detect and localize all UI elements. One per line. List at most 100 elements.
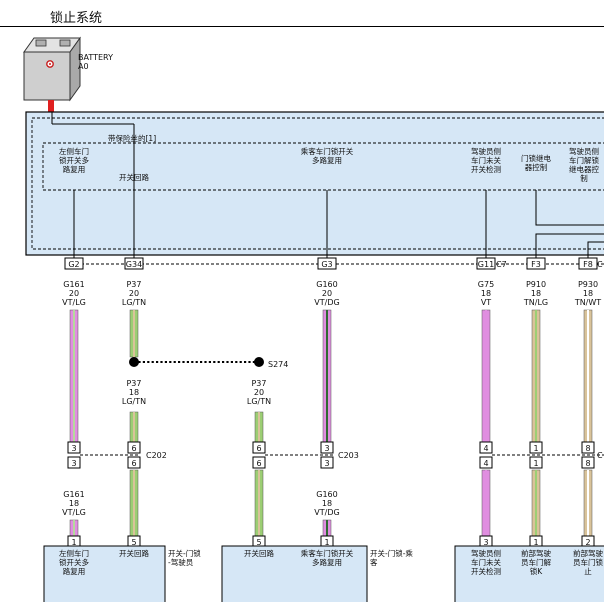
switch-right-label: 开关-门锁-乘客 [370, 548, 413, 567]
module-box [25, 111, 604, 256]
module-pin-g2 [64, 257, 84, 270]
wire-p37-branch-bottom [254, 469, 264, 538]
module-pin-label-g2: G2 [68, 260, 79, 269]
c203-pin-g160-upper-label: 3 [324, 444, 329, 453]
wire-g160-bottom [322, 519, 332, 538]
module-connector-label: C7 [496, 260, 507, 269]
c202-pin-g161-lower-label: 3 [71, 459, 76, 468]
end-pin-label-6: 2 [585, 538, 590, 547]
c7b-pin-p930-lower-label: 8 [585, 459, 590, 468]
wire-g160-top [322, 309, 332, 443]
module-pins: G2 G34 G3 G11 F3 F8 [64, 257, 598, 270]
circuit-label-pmux: 乘客车门锁开关多路复用 [301, 146, 354, 165]
switch-left-box [43, 545, 166, 602]
battery-code: A0 [78, 62, 89, 71]
battery-name: BATTERY [78, 53, 113, 62]
switch-right-circuit-2: 乘客车门锁开关多路复用 [301, 548, 354, 567]
c203-pin-g160-lower [320, 456, 334, 469]
circuit-label-dda: 驾驶员侧车门未关开关检测 [471, 146, 501, 174]
c202-pin-p37-upper-label: 6 [131, 444, 136, 453]
c7b-pin-g75-upper [479, 441, 493, 454]
module-pin-f3 [526, 257, 546, 270]
c7b-pin-p930-upper-label: 8 [585, 444, 590, 453]
right-circuit-1: 驾驶员侧车门未关开关检测 [471, 548, 501, 576]
wires [69, 309, 593, 538]
c203-label: C203 [338, 451, 359, 460]
page-title: 锁止系统 [50, 11, 103, 26]
c7b-pin-g75-lower-label: 4 [483, 459, 488, 468]
c7b-pin-p930-upper [581, 441, 595, 454]
wire-p37-bottom [129, 469, 139, 538]
wire-p930-top [583, 309, 593, 443]
circuit-label-dun: 驾驶员侧车门解锁继电器控制 [569, 146, 599, 183]
module-connector-label-next: C [597, 260, 603, 269]
right-circuit-3: 前部驾驶员车门锁止 [573, 548, 603, 576]
circuit-label-lfs: 左侧车门锁开关多路复用 [59, 146, 89, 174]
splice-node-right [254, 357, 264, 367]
switch-left-circuit-1: 左侧车门锁开关多路复用 [59, 548, 89, 576]
c7b-label: C [597, 451, 603, 460]
module-pin-label-f8: F8 [583, 260, 593, 269]
switch-left-circuit-2: 开关回路 [119, 548, 149, 558]
end-pin-label-3: 1 [324, 538, 329, 547]
c202-label: C202 [146, 451, 167, 460]
c7b-pin-g75-lower [479, 456, 493, 469]
wire-g75-top [481, 309, 491, 443]
wire-p910-top [531, 309, 541, 443]
module-pin-g3 [317, 257, 337, 270]
c203-pin-g160-lower-label: 3 [324, 459, 329, 468]
wire-p37-top [129, 309, 139, 358]
module-internal-lines [73, 131, 604, 258]
module-pin-label-g34: G34 [126, 260, 142, 269]
end-pin-label-1: 5 [131, 538, 136, 547]
c202-pin-p37-lower [127, 456, 141, 469]
module-pin-g34 [124, 257, 144, 270]
c7b-pin-p930-lower [581, 456, 595, 469]
c7b-pin-g75-upper-label: 4 [483, 444, 488, 453]
c203-pin-p37-lower [252, 456, 266, 469]
c202-pin-g161-upper [67, 441, 81, 454]
module-pin-label-g3: G3 [321, 260, 332, 269]
module-pin-label-f3: F3 [531, 260, 541, 269]
wire-p37-branch-mid [254, 411, 264, 443]
circuit-label-lrc: 门锁继电器控制 [521, 153, 551, 172]
c202-pin-g161-upper-label: 3 [71, 444, 76, 453]
c203-pin-p37-upper-label: 6 [256, 444, 261, 453]
module-pin-label-g11: G11 [478, 260, 494, 269]
right-component-box [454, 545, 604, 602]
fuse-label: 带保险丝的[1] [108, 133, 156, 143]
splice-name: S274 [268, 360, 288, 369]
wire-g161-top [69, 309, 79, 443]
wire-g161-bottom [69, 519, 79, 538]
switch-right-box [221, 545, 368, 602]
c203-pin-g160-upper [320, 441, 334, 454]
title-rule [0, 26, 604, 27]
wire-p37-mid [129, 411, 139, 443]
c203-pin-p37-lower-label: 6 [256, 459, 261, 468]
splice-node-left [129, 357, 139, 367]
end-pin-label-5: 1 [533, 538, 538, 547]
switch-left-label: 开关-门锁-驾驶员 [168, 548, 201, 567]
wire-g75-bottom [481, 469, 491, 538]
end-pin-label-4: 3 [483, 538, 488, 547]
wire-p930-bottom [583, 469, 593, 538]
c203-pin-p37-upper [252, 441, 266, 454]
end-pins: 1 5 5 1 3 1 2 [67, 535, 595, 548]
c7b-pin-p910-upper-label: 1 [533, 444, 538, 453]
end-pin-label-0: 1 [71, 538, 76, 547]
right-circuit-2: 前部驾驶员车门解锁K [521, 548, 551, 576]
module-mux-dashed [42, 142, 604, 191]
end-pin-label-2: 5 [256, 538, 261, 547]
c7b-pin-p910-lower [529, 456, 543, 469]
